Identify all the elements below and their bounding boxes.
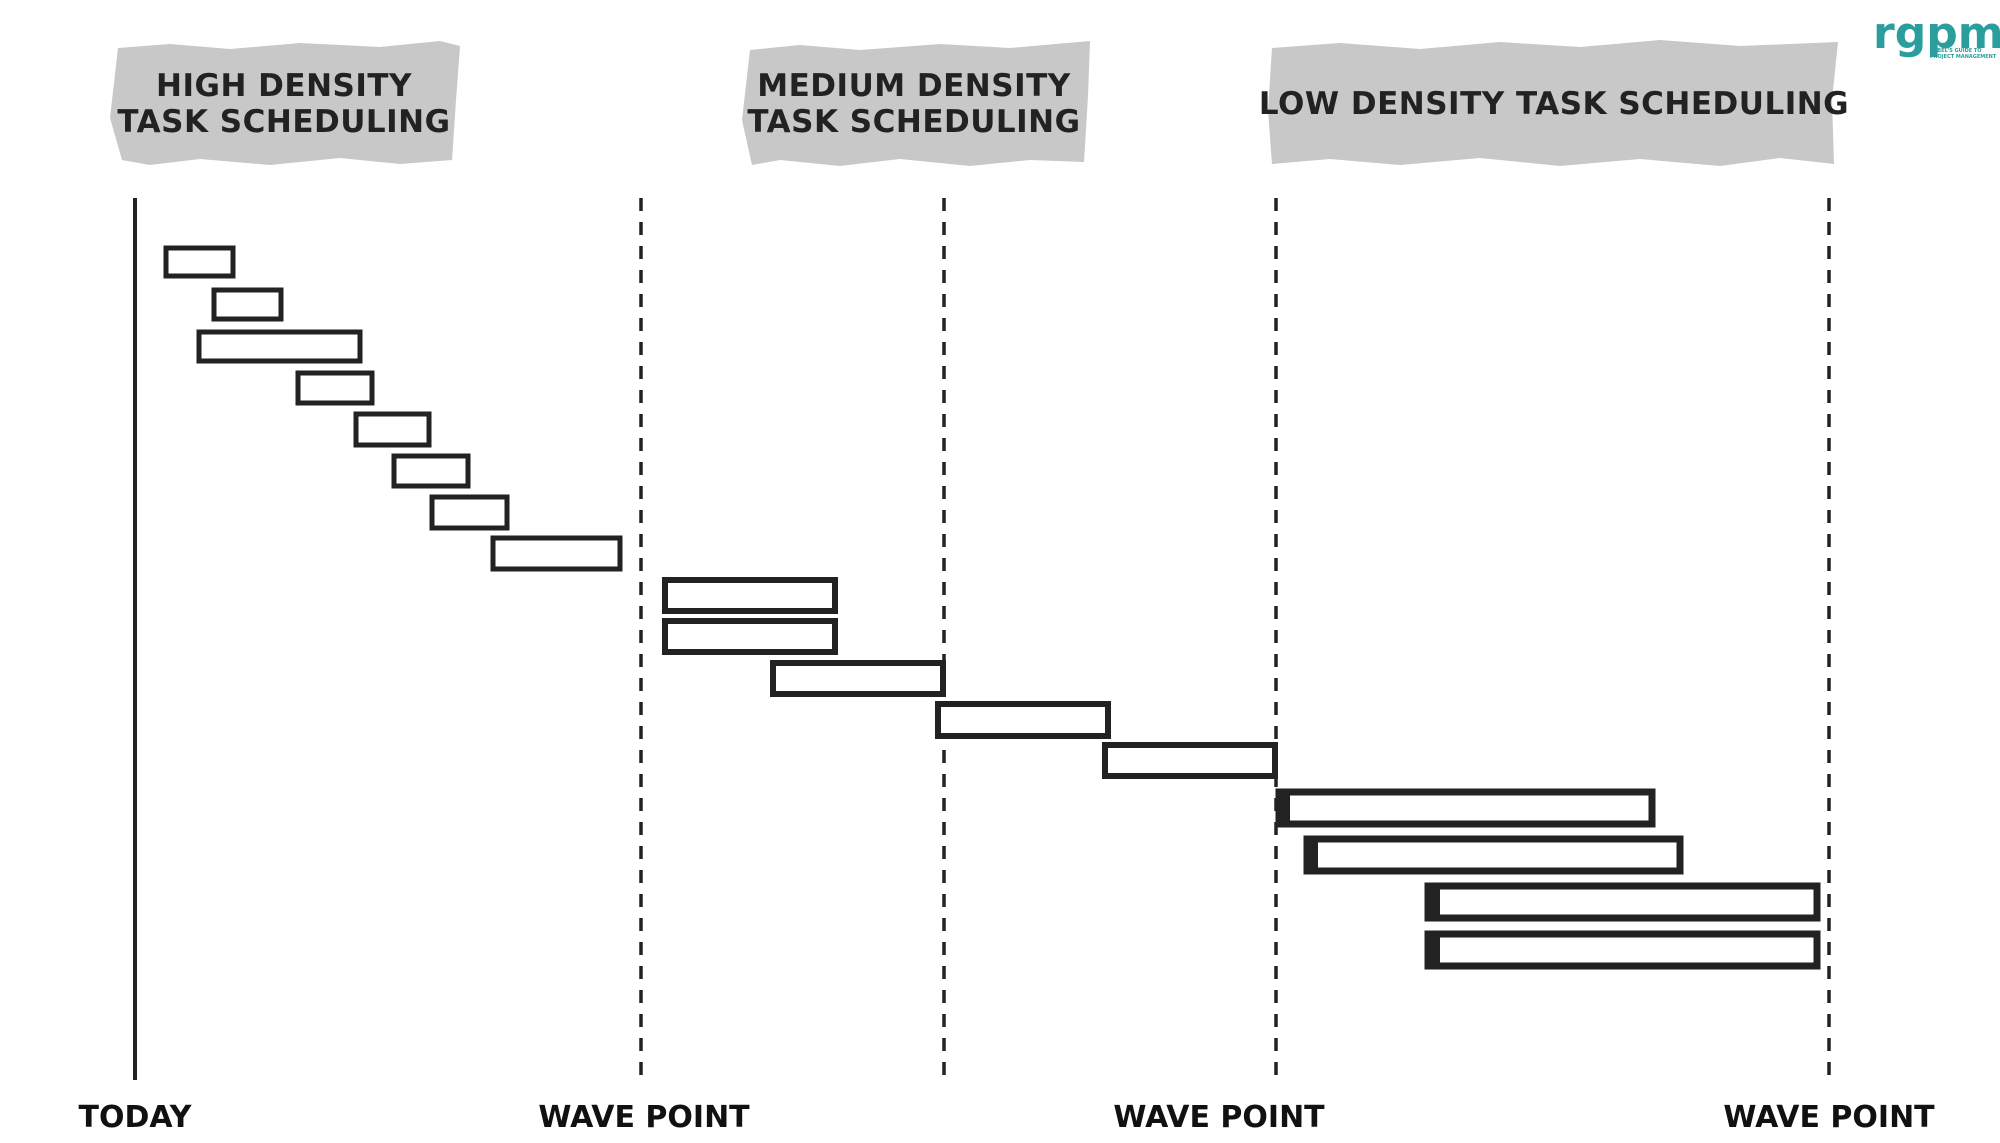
task-bar: [391, 453, 471, 489]
logo-wordmark: rgpm: [1873, 8, 2000, 59]
logo-tagline-line1: REBEL'S GUIDE TO: [1930, 48, 1982, 54]
milestone-label-wave-point-3: WAVE POINT: [1723, 1100, 1935, 1135]
task-bar: [770, 660, 946, 697]
task-bar: [295, 370, 375, 406]
task-bar: [353, 411, 432, 448]
phase-label-medium-line1: MEDIUM DENSITY: [757, 68, 1070, 104]
task-bar-shadow: [1426, 886, 1440, 918]
phase-label-high-line1: HIGH DENSITY: [156, 68, 412, 104]
milestone-label-today: TODAY: [79, 1100, 193, 1135]
task-bar: [196, 329, 363, 364]
phase-label-high-line2: TASK SCHEDULING: [117, 104, 450, 140]
task-bar-shadow: [1304, 839, 1318, 871]
phase-label-medium-line2: TASK SCHEDULING: [747, 104, 1080, 140]
task-bar: [490, 535, 623, 572]
phase-banner-low-density: LOW DENSITY TASK SCHEDULING: [1259, 40, 1849, 166]
phase-banner-high-density: HIGH DENSITY TASK SCHEDULING: [110, 41, 460, 165]
task-bar: [211, 287, 284, 322]
task-bar: [1424, 930, 1821, 970]
task-bar-shadow: [1276, 792, 1290, 824]
task-bar: [662, 618, 838, 655]
task-bar: [662, 577, 838, 614]
task-bar: [1303, 835, 1684, 875]
task-bar: [429, 494, 510, 531]
phase-label-low: LOW DENSITY TASK SCHEDULING: [1259, 86, 1849, 122]
task-bar: [1275, 788, 1656, 828]
milestone-label-wave-point-2: WAVE POINT: [1113, 1100, 1325, 1135]
phase-banner-medium-density: MEDIUM DENSITY TASK SCHEDULING: [742, 41, 1090, 166]
rgpm-logo: rgpm REBEL'S GUIDE TO PROJECT MANAGEMENT: [1873, 8, 2000, 60]
task-bar-shadow: [1426, 934, 1440, 966]
milestone-label-wave-point-1: WAVE POINT: [538, 1100, 750, 1135]
task-bar: [163, 245, 236, 279]
logo-tagline-line2: PROJECT MANAGEMENT: [1930, 54, 1997, 60]
task-bar: [1102, 742, 1278, 779]
task-bars: [163, 245, 1821, 970]
task-bar: [935, 701, 1111, 739]
task-bar: [1424, 882, 1821, 922]
